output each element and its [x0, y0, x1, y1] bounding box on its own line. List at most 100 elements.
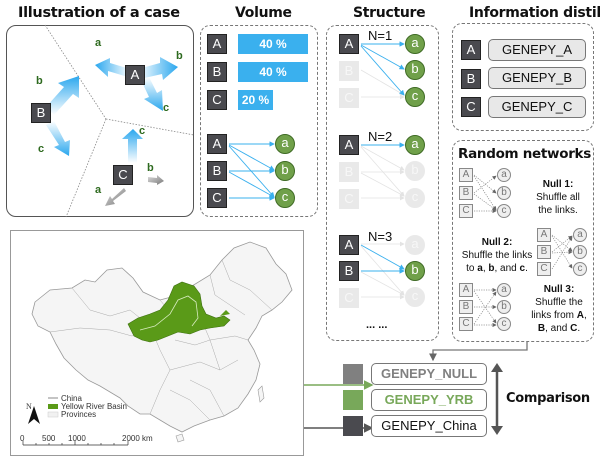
null1-head: Null 1: — [542, 179, 574, 190]
illustration-title: Illustration of a case — [18, 5, 180, 21]
null3-line2-pre: links from — [531, 310, 577, 321]
arrow-c-to-b — [148, 175, 164, 185]
null3-tgt-c: c — [497, 317, 511, 331]
distil-node-a: A — [461, 40, 481, 60]
distil-node-c: C — [461, 97, 481, 117]
volume-bar-node-a: A — [207, 34, 227, 54]
structure-n1-tgt-b: b — [405, 60, 425, 80]
distil-genepy-a: GENEPY_A — [488, 39, 586, 61]
null3-end: . — [577, 323, 581, 334]
map-scale-0: 0 — [20, 434, 25, 443]
structure-n2-src-a: A — [339, 135, 359, 155]
null2-b: b — [488, 263, 495, 274]
comparison-arrow-down-icon — [491, 426, 503, 435]
null2-head: Null 2: — [481, 237, 513, 248]
null2-tgt-b: b — [573, 245, 587, 259]
null1-tgt-a: a — [497, 168, 511, 182]
structure-n1-tgt-c: c — [405, 87, 425, 107]
structure-n1-src-c: C — [339, 88, 359, 108]
illustration-panel — [6, 25, 194, 217]
distil-node-b: B — [461, 69, 481, 89]
map-legend-yrb: Yellow River Basin — [61, 402, 127, 411]
random-panel — [452, 140, 594, 342]
null3-src-c: C — [459, 317, 473, 331]
distil-genepy-b: GENEPY_B — [488, 67, 586, 89]
distil-genepy-c: GENEPY_C — [488, 96, 586, 118]
structure-panel — [326, 25, 439, 341]
distil-title: Information distil — [469, 5, 600, 21]
arrow-c-to-c — [122, 129, 143, 163]
illustration-node-a: A — [125, 65, 145, 85]
null2-text: Null 2: Shuffle the links to a, b, and c… — [454, 236, 540, 275]
structure-n2-src-b: B — [339, 162, 359, 182]
structure-n1-label: N=1 — [368, 28, 393, 43]
null2-sep1: , — [482, 263, 489, 274]
null3-tgt-a: a — [497, 283, 511, 297]
volume-tgt-a: a — [275, 134, 295, 154]
structure-n3-tgt-b: b — [405, 261, 425, 281]
volume-bar-node-c: C — [207, 90, 227, 110]
null2-src-c: C — [537, 262, 551, 276]
volume-src-a: A — [207, 134, 227, 154]
null2-src-a: A — [537, 228, 551, 242]
yrb-swatch — [343, 390, 363, 410]
structure-n2-src-c: C — [339, 189, 359, 209]
volume-bar-a: 40 % — [238, 34, 308, 54]
structure-n3-src-a: A — [339, 235, 359, 255]
null1-text: Null 1: Shuffle all the links. — [525, 178, 591, 217]
null3-tgt-b: b — [497, 300, 511, 314]
comparison-arrow-up-icon — [491, 363, 503, 372]
illustration-label-a-a: a — [95, 37, 102, 49]
map-north-label: N — [26, 402, 32, 411]
map-legend-china: China — [61, 394, 82, 403]
distil-panel — [452, 23, 594, 131]
illustration-label-b-b: b — [36, 75, 43, 87]
null2-tgt-c: c — [573, 262, 587, 276]
structure-n3-label: N=3 — [368, 229, 393, 244]
structure-title: Structure — [353, 5, 426, 21]
illustration-label-a-b: b — [176, 50, 183, 62]
arrow-b-to-b — [46, 76, 79, 115]
null3-B: B — [537, 323, 546, 334]
genepy-null-label: GENEPY_NULL — [371, 363, 487, 385]
volume-tgt-b: b — [275, 161, 295, 181]
genepy-china-label: GENEPY_China — [371, 415, 487, 437]
illustration-label-a-c: c — [163, 102, 170, 114]
null3-line1: Shuffle the — [535, 297, 583, 308]
structure-n1-src-b: B — [339, 61, 359, 81]
comparison-title: Comparison — [506, 391, 590, 406]
volume-src-b: B — [207, 161, 227, 181]
null2-line1: Shuffle the links — [461, 250, 533, 261]
structure-n3-tgt-a: a — [405, 235, 425, 255]
volume-bar-b: 40 % — [238, 62, 308, 82]
illustration-label-b-c: c — [38, 143, 45, 155]
volume-bar-c: 20 % — [238, 90, 273, 110]
china-map-graphic — [22, 241, 293, 446]
map-scale-500: 500 — [42, 434, 56, 443]
structure-n2-tgt-c: c — [405, 188, 425, 208]
volume-title: Volume — [235, 5, 292, 21]
null3-sep: , and — [545, 323, 571, 334]
map-legend-provinces: Provinces — [61, 410, 97, 419]
volume-tgt-c: c — [275, 188, 295, 208]
structure-n2-label: N=2 — [368, 129, 393, 144]
arrow-a-to-b — [138, 57, 178, 80]
null2-c: c — [519, 263, 526, 274]
structure-n1-tgt-a: a — [405, 34, 425, 54]
arrow-c-to-a — [105, 188, 126, 206]
null3-A: A — [576, 310, 584, 321]
null1-src-b: B — [459, 186, 473, 200]
null2-a: a — [477, 263, 483, 274]
arrow-a-to-a — [95, 58, 130, 77]
map-scale-2000: 2000 km — [122, 434, 153, 443]
genepy-yrb-label: GENEPY_YRB — [371, 389, 487, 411]
illustration-node-c: C — [113, 165, 133, 185]
map-scale-1000: 1000 — [68, 434, 86, 443]
null-swatch — [343, 364, 363, 384]
structure-ellipsis: ... ... — [366, 319, 388, 331]
arrow-b-to-c — [46, 121, 70, 156]
null1-tgt-c: c — [497, 204, 511, 218]
illustration-label-c-c: c — [139, 125, 146, 137]
null1-tgt-b: b — [497, 186, 511, 200]
null2-tgt-a: a — [573, 228, 587, 242]
